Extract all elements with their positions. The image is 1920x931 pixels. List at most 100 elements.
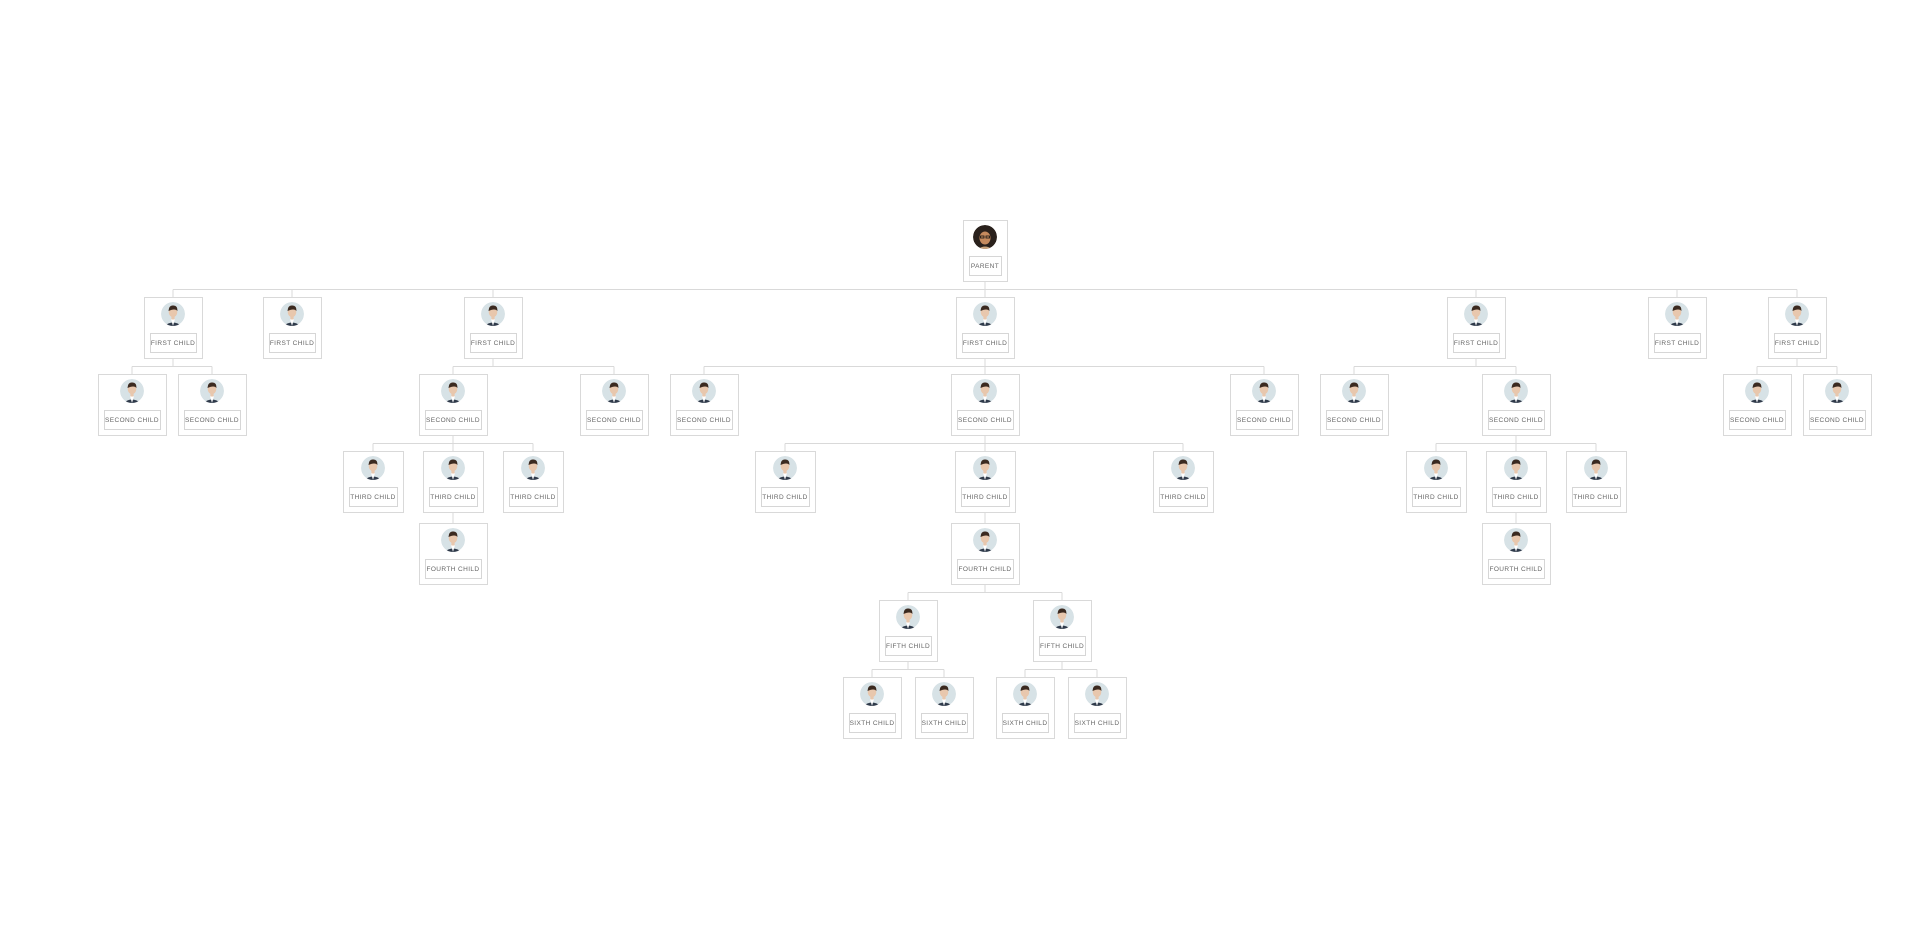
node-label-box bbox=[1074, 713, 1121, 733]
node-label-box bbox=[184, 410, 241, 430]
node-label: SECOND CHILD bbox=[1237, 417, 1291, 424]
org-node[interactable]: FIRST CHILD bbox=[1768, 297, 1827, 359]
org-node[interactable]: SECOND CHILD bbox=[1723, 374, 1792, 436]
node-label-box bbox=[1002, 713, 1049, 733]
org-node[interactable]: FOURTH CHILD bbox=[419, 523, 488, 585]
node-label: FIFTH CHILD bbox=[1040, 643, 1084, 650]
node-label-box bbox=[425, 410, 482, 430]
person-avatar-icon bbox=[1171, 456, 1195, 480]
node-label-box bbox=[969, 256, 1002, 276]
person-avatar-icon bbox=[973, 456, 997, 480]
org-node[interactable]: THIRD CHILD bbox=[1566, 451, 1627, 513]
node-label: THIRD CHILD bbox=[350, 494, 396, 501]
node-label: SECOND CHILD bbox=[958, 417, 1012, 424]
node-label: SECOND CHILD bbox=[677, 417, 731, 424]
org-node[interactable]: SECOND CHILD bbox=[98, 374, 167, 436]
org-node[interactable]: SIXTH CHILD bbox=[1068, 677, 1127, 739]
org-node[interactable]: FIFTH CHILD bbox=[1033, 600, 1092, 662]
node-label: SECOND CHILD bbox=[587, 417, 641, 424]
org-node[interactable]: SECOND CHILD bbox=[580, 374, 649, 436]
person-avatar-icon bbox=[1665, 302, 1689, 326]
node-label: FIRST CHILD bbox=[1655, 340, 1699, 347]
node-label: FOURTH CHILD bbox=[426, 566, 479, 573]
connector-lines bbox=[131, 282, 1838, 677]
node-label: SIXTH CHILD bbox=[922, 720, 967, 727]
node-label-box bbox=[1572, 487, 1621, 507]
person-avatar-icon bbox=[1785, 302, 1809, 326]
person-avatar-icon bbox=[441, 379, 465, 403]
node-label: PARENT bbox=[971, 263, 999, 270]
node-label-box bbox=[1326, 410, 1383, 430]
person-avatar-icon bbox=[1584, 456, 1608, 480]
node-label-box bbox=[1809, 410, 1866, 430]
org-node[interactable]: THIRD CHILD bbox=[423, 451, 484, 513]
person-avatar-icon bbox=[973, 302, 997, 326]
node-label: FIRST CHILD bbox=[963, 340, 1007, 347]
org-node[interactable]: SECOND CHILD bbox=[1230, 374, 1299, 436]
org-node[interactable]: SIXTH CHILD bbox=[915, 677, 974, 739]
node-label-box bbox=[425, 559, 482, 579]
person-avatar-icon bbox=[973, 528, 997, 552]
org-node[interactable]: FIFTH CHILD bbox=[879, 600, 938, 662]
node-label-box bbox=[429, 487, 478, 507]
node-label: FIRST CHILD bbox=[270, 340, 314, 347]
node-label-box bbox=[676, 410, 733, 430]
node-label-box bbox=[470, 333, 517, 353]
org-node[interactable]: SIXTH CHILD bbox=[996, 677, 1055, 739]
org-node[interactable]: THIRD CHILD bbox=[755, 451, 816, 513]
org-node[interactable]: SECOND CHILD bbox=[419, 374, 488, 436]
node-label-box bbox=[1488, 559, 1545, 579]
org-node[interactable]: FIRST CHILD bbox=[464, 297, 523, 359]
org-node[interactable]: FIRST CHILD bbox=[956, 297, 1015, 359]
org-node[interactable]: SECOND CHILD bbox=[670, 374, 739, 436]
node-label: FIRST CHILD bbox=[1454, 340, 1498, 347]
node-label: THIRD CHILD bbox=[1573, 494, 1619, 501]
person-avatar-icon bbox=[1504, 456, 1528, 480]
person-avatar-icon bbox=[692, 379, 716, 403]
node-label: FIFTH CHILD bbox=[886, 643, 930, 650]
person-avatar-icon bbox=[200, 379, 224, 403]
org-node-parent[interactable]: PARENT bbox=[963, 220, 1008, 282]
org-node[interactable]: THIRD CHILD bbox=[1486, 451, 1547, 513]
person-avatar-icon bbox=[1252, 379, 1276, 403]
node-label: SECOND CHILD bbox=[105, 417, 159, 424]
org-node[interactable]: THIRD CHILD bbox=[503, 451, 564, 513]
node-label-box bbox=[1453, 333, 1500, 353]
node-label: THIRD CHILD bbox=[1493, 494, 1539, 501]
org-node[interactable]: FIRST CHILD bbox=[1648, 297, 1707, 359]
org-node[interactable]: FIRST CHILD bbox=[263, 297, 322, 359]
node-label: SECOND CHILD bbox=[185, 417, 239, 424]
org-node[interactable]: FIRST CHILD bbox=[144, 297, 203, 359]
org-node[interactable]: SIXTH CHILD bbox=[843, 677, 902, 739]
person-avatar-icon bbox=[1825, 379, 1849, 403]
org-node[interactable]: SECOND CHILD bbox=[178, 374, 247, 436]
org-node[interactable]: FOURTH CHILD bbox=[951, 523, 1020, 585]
node-label-box bbox=[1654, 333, 1701, 353]
node-label-box bbox=[761, 487, 810, 507]
org-node[interactable]: SECOND CHILD bbox=[1803, 374, 1872, 436]
org-node[interactable]: FOURTH CHILD bbox=[1482, 523, 1551, 585]
org-node[interactable]: THIRD CHILD bbox=[343, 451, 404, 513]
node-label-box bbox=[1488, 410, 1545, 430]
node-label: SECOND CHILD bbox=[426, 417, 480, 424]
node-label-box bbox=[1159, 487, 1208, 507]
node-label-box bbox=[509, 487, 558, 507]
org-node[interactable]: THIRD CHILD bbox=[1153, 451, 1214, 513]
node-label-box bbox=[1236, 410, 1293, 430]
org-node[interactable]: THIRD CHILD bbox=[955, 451, 1016, 513]
node-label: THIRD CHILD bbox=[1413, 494, 1459, 501]
org-node[interactable]: FIRST CHILD bbox=[1447, 297, 1506, 359]
person-avatar-icon bbox=[1050, 605, 1074, 629]
org-node[interactable]: SECOND CHILD bbox=[1320, 374, 1389, 436]
person-avatar-icon bbox=[521, 456, 545, 480]
org-node[interactable]: SECOND CHILD bbox=[951, 374, 1020, 436]
node-label: SECOND CHILD bbox=[1810, 417, 1864, 424]
node-label: FOURTH CHILD bbox=[1489, 566, 1542, 573]
org-node[interactable]: THIRD CHILD bbox=[1406, 451, 1467, 513]
node-label: THIRD CHILD bbox=[1160, 494, 1206, 501]
node-label-box bbox=[1729, 410, 1786, 430]
person-avatar-icon bbox=[1504, 528, 1528, 552]
node-label-box bbox=[885, 636, 932, 656]
org-node[interactable]: SECOND CHILD bbox=[1482, 374, 1551, 436]
node-label-box bbox=[1412, 487, 1461, 507]
